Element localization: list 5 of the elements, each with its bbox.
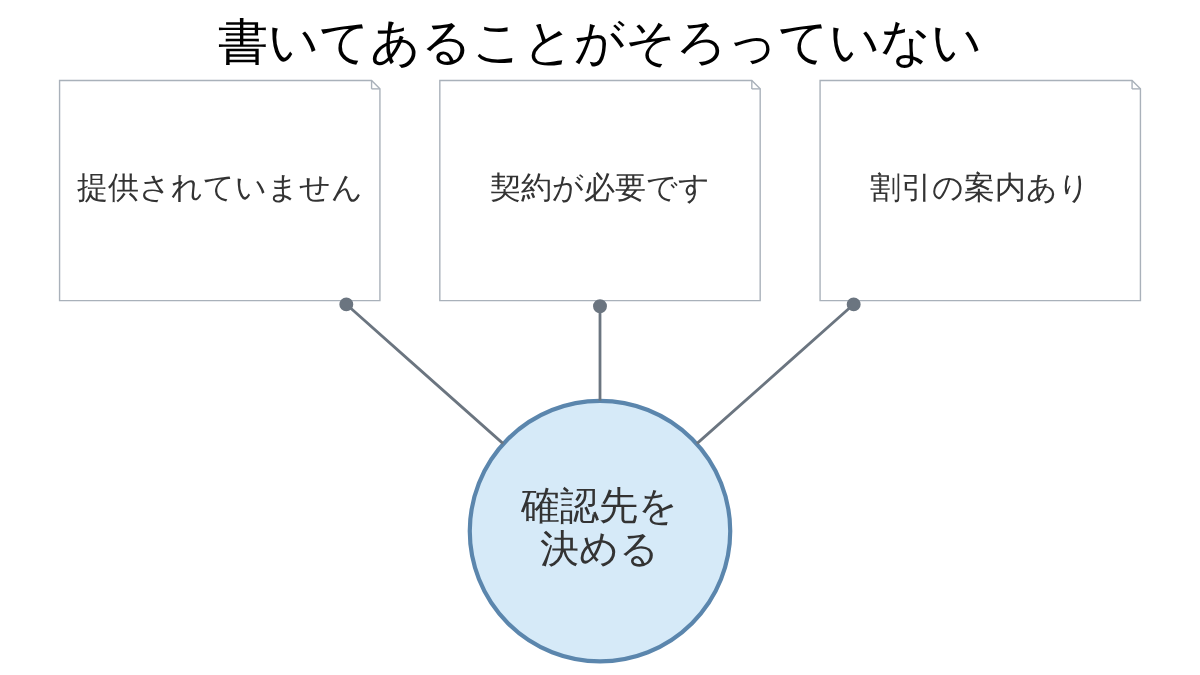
connector [695, 297, 861, 445]
connector [593, 299, 607, 401]
connector [339, 297, 505, 445]
node-circle: 確認先を決める [467, 398, 733, 664]
diagram-title: 書いてあることがそろっていない [218, 12, 982, 72]
